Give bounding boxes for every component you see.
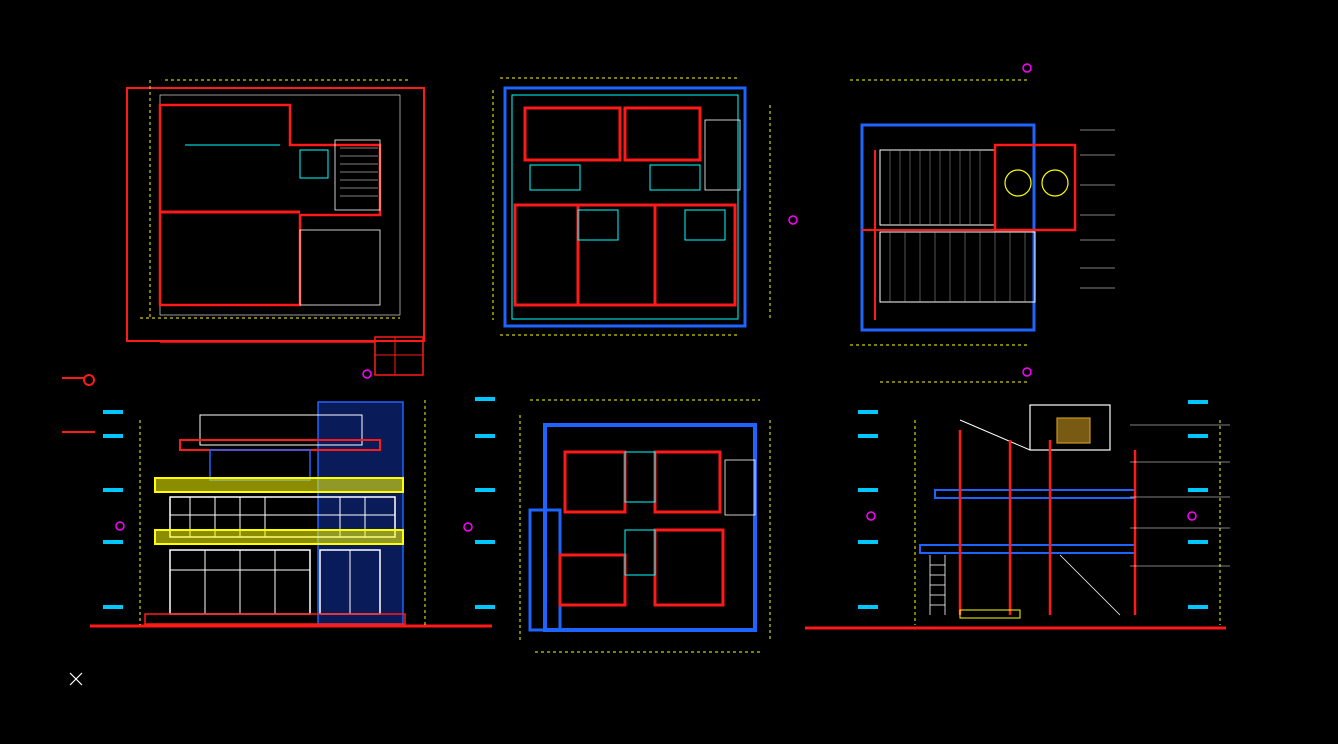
section[interactable] [805,400,1230,630]
plan-third[interactable] [519,399,771,653]
plan-ground[interactable] [126,79,425,376]
plan-second[interactable] [492,77,771,336]
elevation-front[interactable] [62,369,495,628]
ucs-cross-icon [69,672,83,686]
plan-roof[interactable] [788,63,1115,383]
